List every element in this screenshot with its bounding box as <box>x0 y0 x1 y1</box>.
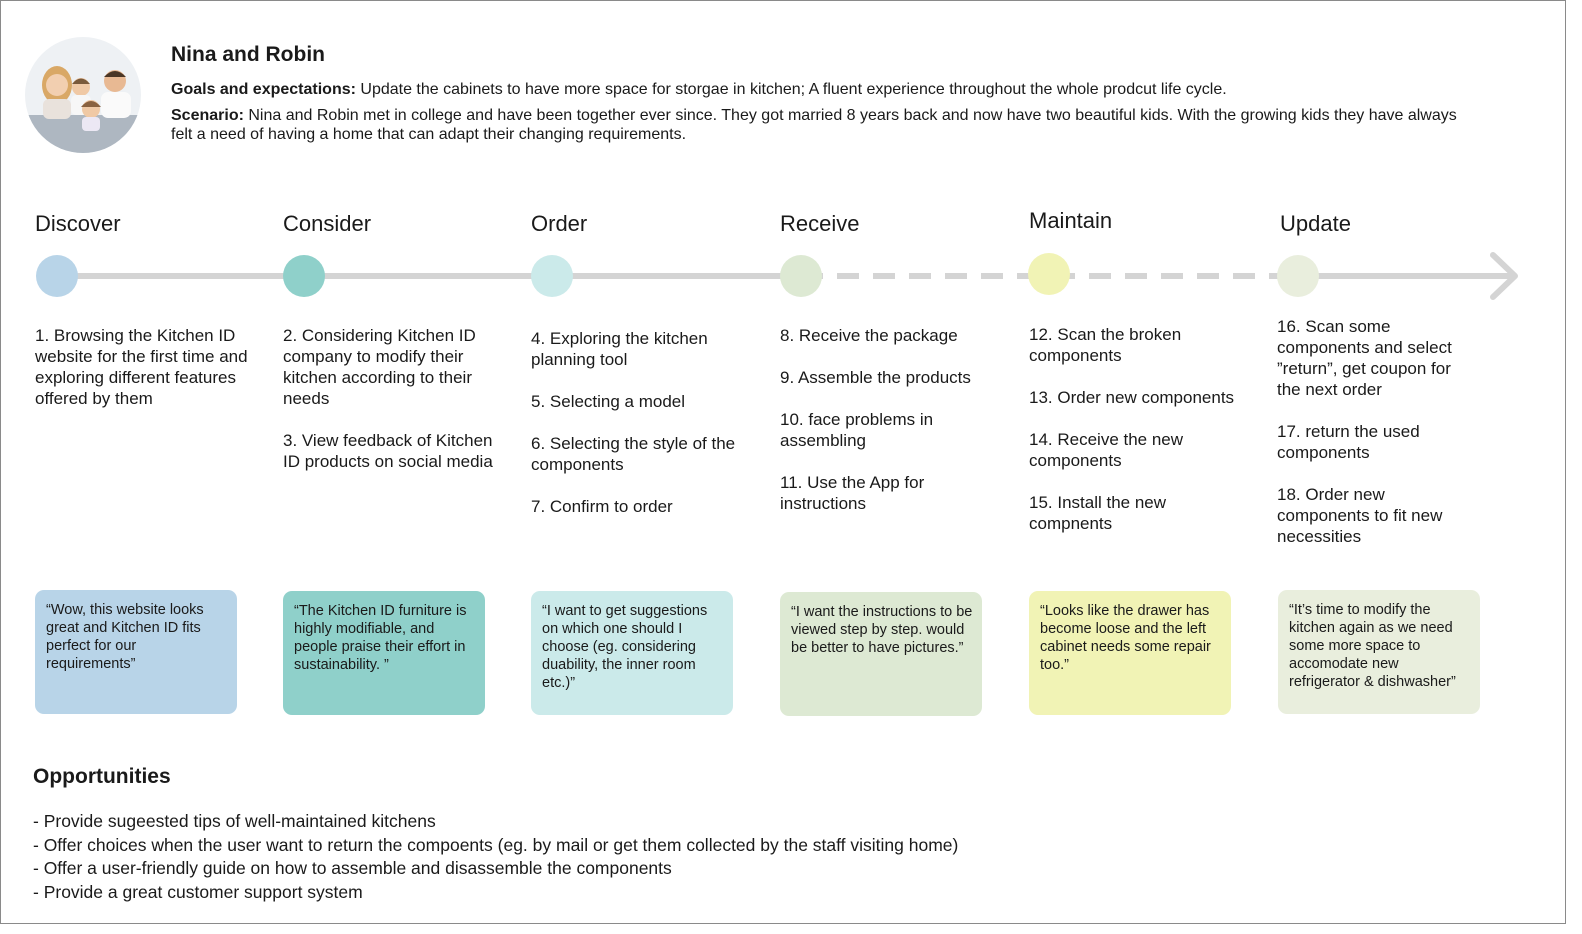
goals-label: Goals and expectations: <box>171 81 356 98</box>
stage-title-update: Update <box>1280 211 1351 236</box>
stage-dot-discover <box>36 255 78 297</box>
step-item: 10. face problems in assembling <box>780 410 934 450</box>
step-item: 14. Receive the new components <box>1029 430 1184 470</box>
family-photo-icon <box>25 37 141 153</box>
persona-name: Nina and Robin <box>171 43 325 66</box>
step-item: 4. Exploring the kitchen planning tool <box>531 329 708 369</box>
journey-timeline <box>36 252 1518 300</box>
timeline-arrow-icon <box>1490 252 1518 300</box>
opportunity-item: - Provide a great customer support syste… <box>33 881 363 902</box>
step-item: 16. Scan some components and select ”ret… <box>1277 317 1452 399</box>
step-item: 15. Install the new compnents <box>1029 493 1167 533</box>
quote-card-consider: “The Kitchen ID furniture is highly modi… <box>283 591 485 715</box>
step-item: 2. Considering Kitchen ID company to mod… <box>283 326 476 408</box>
steps-maintain: 12. Scan the broken components 13. Order… <box>1029 324 1244 555</box>
step-item: 1. Browsing the Kitchen ID website for t… <box>35 326 248 408</box>
quote-text: “The Kitchen ID furniture is highly modi… <box>294 603 467 673</box>
stage-dot-receive <box>780 255 822 297</box>
goals-text: Update the cabinets to have more space f… <box>355 81 1227 98</box>
stage-dot-maintain <box>1028 253 1070 295</box>
step-item: 6. Selecting the style of the components <box>531 434 736 474</box>
opportunity-item: - Offer choices when the user want to re… <box>33 834 959 855</box>
step-item: 11. Use the App for instructions <box>780 473 925 513</box>
quote-card-maintain: “Looks like the drawer has become loose … <box>1029 591 1231 715</box>
journey-map: Nina and Robin Goals and expectations: U… <box>0 0 1566 924</box>
steps-receive: 8. Receive the package 9. Assemble the p… <box>780 325 995 535</box>
stage-title-maintain: Maintain <box>1029 208 1113 233</box>
quote-text: “I want to get suggestions on which one … <box>542 603 708 691</box>
step-item: 5. Selecting a model <box>531 392 686 411</box>
steps-update: 16. Scan some components and select ”ret… <box>1277 316 1477 568</box>
opportunities-list: - Provide sugeested tips of well-maintai… <box>33 810 958 904</box>
steps-consider: 2. Considering Kitchen ID company to mod… <box>283 325 498 493</box>
step-item: 9. Assemble the products <box>780 368 971 387</box>
stage-title-receive: Receive <box>780 211 860 236</box>
stage-title-order: Order <box>531 211 588 236</box>
scenario-label: Scenario: <box>171 107 244 124</box>
stage-dot-update <box>1277 255 1319 297</box>
quote-text: “Wow, this website looks great and Kitch… <box>46 602 204 672</box>
stage-title-discover: Discover <box>35 211 121 236</box>
quote-card-order: “I want to get suggestions on which one … <box>531 591 733 715</box>
opportunities-title: Opportunities <box>33 765 171 788</box>
step-item: 13. Order new components <box>1029 388 1235 407</box>
step-item: 7. Confirm to order <box>531 497 673 516</box>
step-item: 18. Order new components to fit new nece… <box>1277 485 1443 546</box>
stage-title-consider: Consider <box>283 211 372 236</box>
quote-text: “I want the instructions to be viewed st… <box>791 604 973 656</box>
quote-text: “Looks like the drawer has become loose … <box>1040 603 1211 673</box>
scenario-text: Nina and Robin met in college and have b… <box>171 107 1457 143</box>
quote-card-receive: “I want the instructions to be viewed st… <box>780 592 982 716</box>
step-item: 12. Scan the broken components <box>1029 325 1182 365</box>
stage-dot-order <box>531 255 573 297</box>
quote-card-update: “It’s time to modify the kitchen again a… <box>1278 590 1480 714</box>
steps-discover: 1. Browsing the Kitchen ID website for t… <box>35 325 250 430</box>
quote-text: “It’s time to modify the kitchen again a… <box>1289 602 1456 690</box>
stage-dot-consider <box>283 255 325 297</box>
steps-order: 4. Exploring the kitchen planning tool 5… <box>531 328 746 538</box>
step-item: 17. return the used components <box>1277 422 1420 462</box>
opportunity-item: - Provide sugeested tips of well-maintai… <box>33 811 436 831</box>
persona-details: Goals and expectations: Update the cabin… <box>171 80 1471 151</box>
persona-avatar <box>25 37 141 153</box>
step-item: 8. Receive the package <box>780 326 958 345</box>
step-item: 3. View feedback of Kitchen ID products … <box>283 431 493 471</box>
opportunity-item: - Offer a user-friendly guide on how to … <box>33 858 672 878</box>
quote-card-discover: “Wow, this website looks great and Kitch… <box>35 590 237 714</box>
persona-goals: Goals and expectations: Update the cabin… <box>171 80 1471 99</box>
persona-scenario: Scenario: Nina and Robin met in college … <box>171 106 1471 144</box>
